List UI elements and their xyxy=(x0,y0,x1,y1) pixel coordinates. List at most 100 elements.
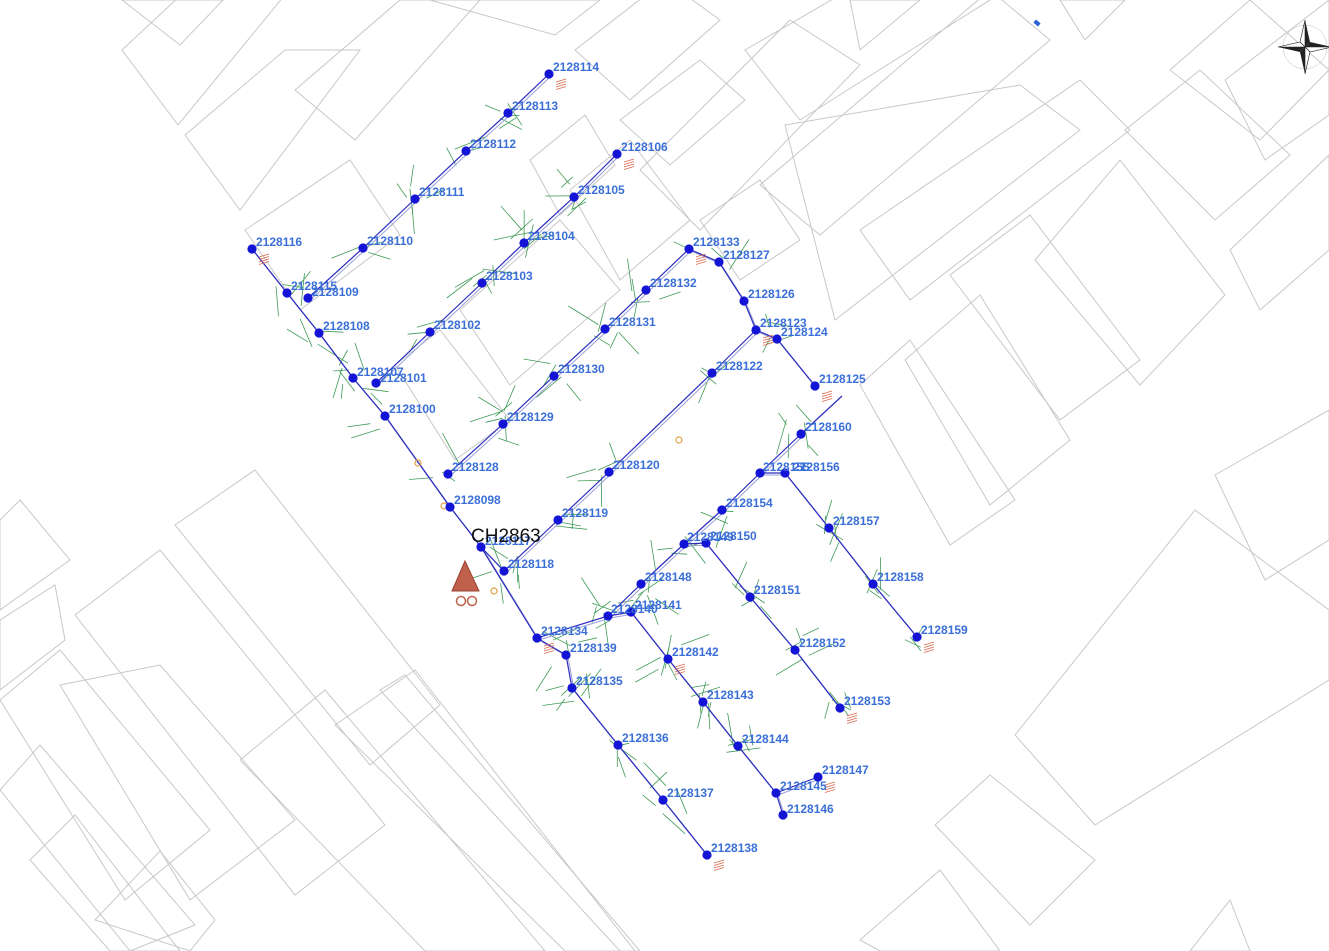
node-point[interactable] xyxy=(282,288,292,298)
node-point[interactable] xyxy=(796,429,806,439)
parcel-outline xyxy=(429,0,601,36)
node-point[interactable] xyxy=(636,579,646,589)
drop-line xyxy=(636,657,661,671)
node-point[interactable] xyxy=(603,611,613,621)
node-point[interactable] xyxy=(549,371,559,381)
cable-route[interactable] xyxy=(775,776,819,794)
cable-route[interactable] xyxy=(760,472,918,638)
node-point[interactable] xyxy=(410,194,420,204)
node-point[interactable] xyxy=(348,373,358,383)
node-point[interactable] xyxy=(771,788,781,798)
node-label: 2128146 xyxy=(787,802,834,816)
node-point[interactable] xyxy=(868,579,878,589)
drop-line xyxy=(500,583,504,604)
node-point[interactable] xyxy=(790,645,800,655)
node-point[interactable] xyxy=(684,244,694,254)
node-label: 2128133 xyxy=(693,235,740,249)
cable-route[interactable] xyxy=(447,248,690,475)
endpoint-hatch xyxy=(762,339,774,344)
node-point[interactable] xyxy=(663,654,673,664)
node-label: 2128107 xyxy=(357,365,404,379)
cable-route[interactable] xyxy=(480,329,757,572)
drop-line xyxy=(338,349,349,366)
node-point[interactable] xyxy=(443,469,453,479)
node-point[interactable] xyxy=(314,328,324,338)
node-point[interactable] xyxy=(698,697,708,707)
node-point[interactable] xyxy=(658,795,668,805)
node-label: 2128119 xyxy=(562,506,608,520)
node-label: 2128098 xyxy=(454,493,501,507)
node-point[interactable] xyxy=(739,296,749,306)
node-point[interactable] xyxy=(519,238,529,248)
parcel-outline xyxy=(744,0,991,121)
node-point[interactable] xyxy=(751,325,761,335)
cable-route[interactable] xyxy=(607,611,784,816)
node-point[interactable] xyxy=(679,539,689,549)
endpoint-hatch xyxy=(824,781,836,786)
drop-line xyxy=(597,459,621,471)
node-point[interactable] xyxy=(553,515,563,525)
node-point[interactable] xyxy=(499,566,509,576)
cabinet-triangle[interactable] xyxy=(451,559,480,592)
node-point[interactable] xyxy=(544,69,554,79)
splice-marker xyxy=(490,587,498,595)
node-points[interactable] xyxy=(247,69,922,860)
node-point[interactable] xyxy=(702,850,712,860)
node-point[interactable] xyxy=(717,505,727,515)
node-point[interactable] xyxy=(358,243,368,253)
node-point[interactable] xyxy=(561,650,571,660)
drop-line xyxy=(904,639,921,648)
node-point[interactable] xyxy=(733,741,743,751)
drop-line xyxy=(909,636,922,652)
node-point[interactable] xyxy=(613,740,623,750)
cable-route[interactable] xyxy=(683,542,841,709)
node-point[interactable] xyxy=(604,467,614,477)
node-point[interactable] xyxy=(612,149,622,159)
node-point[interactable] xyxy=(371,378,381,388)
node-point[interactable] xyxy=(303,293,313,303)
node-point[interactable] xyxy=(701,538,711,548)
node-point[interactable] xyxy=(569,192,579,202)
node-point[interactable] xyxy=(780,468,790,478)
node-point[interactable] xyxy=(824,523,834,533)
node-point[interactable] xyxy=(567,683,577,693)
drop-line xyxy=(675,787,688,814)
node-point[interactable] xyxy=(641,285,651,295)
endpoint-hatch xyxy=(923,641,935,646)
node-point[interactable] xyxy=(425,327,435,337)
cable-route[interactable] xyxy=(688,248,816,387)
node-point[interactable] xyxy=(476,542,486,552)
node-point[interactable] xyxy=(772,334,782,344)
node-point[interactable] xyxy=(912,632,922,642)
drop-line xyxy=(556,168,571,185)
node-point[interactable] xyxy=(755,468,765,478)
drop-line xyxy=(332,367,343,399)
node-point[interactable] xyxy=(745,592,755,602)
node-label: 2128124 xyxy=(781,325,828,339)
node-point[interactable] xyxy=(445,502,455,512)
drop-line xyxy=(869,589,882,600)
node-point[interactable] xyxy=(380,411,390,421)
cable-route[interactable] xyxy=(375,153,618,384)
node-point[interactable] xyxy=(835,703,845,713)
drop-line xyxy=(760,605,772,619)
node-point[interactable] xyxy=(778,810,788,820)
node-point[interactable] xyxy=(532,633,542,643)
drop-line xyxy=(597,302,607,332)
node-label: 2128134 xyxy=(541,624,588,638)
node-point[interactable] xyxy=(247,244,257,254)
node-point[interactable] xyxy=(498,419,508,429)
node-point[interactable] xyxy=(810,381,820,391)
node-point[interactable] xyxy=(707,368,717,378)
node-label: 2128145 xyxy=(780,779,827,793)
cable-route[interactable] xyxy=(307,73,550,299)
node-point[interactable] xyxy=(461,146,471,156)
node-point[interactable] xyxy=(626,607,636,617)
node-point[interactable] xyxy=(813,772,823,782)
cabinet-triangle-icon[interactable] xyxy=(451,559,480,607)
node-point[interactable] xyxy=(503,108,513,118)
node-point[interactable] xyxy=(477,278,487,288)
node-point[interactable] xyxy=(714,257,724,267)
node-point[interactable] xyxy=(600,324,610,334)
